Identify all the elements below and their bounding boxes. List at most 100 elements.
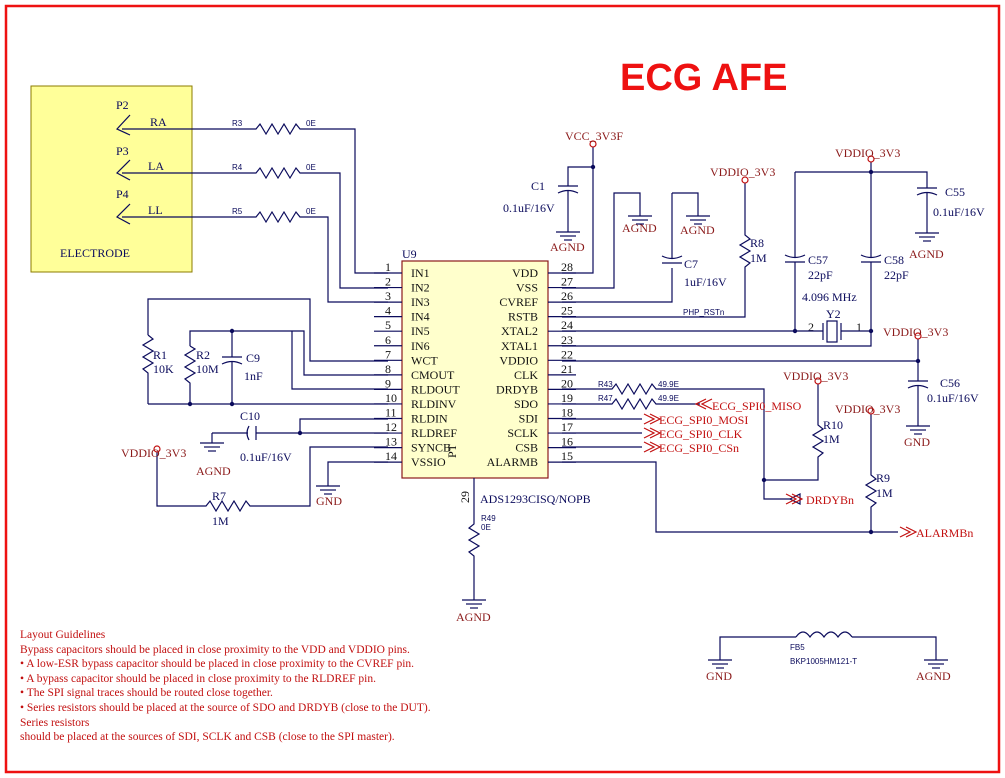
ic-pin-name: SYNCB [411, 441, 451, 455]
svg-text:R7: R7 [212, 489, 226, 503]
guidelines-heading: Layout Guidelines [20, 629, 106, 641]
capacitor-c58: C58 22pF [860, 172, 909, 282]
svg-text:1nF: 1nF [244, 369, 263, 383]
agnd-vss: AGND [622, 221, 657, 235]
vddio-r9: VDDIO_3V3 [835, 402, 900, 416]
resistor-r8: R8 1M [562, 193, 767, 318]
net-php-rstn: PHP_RSTn [683, 308, 724, 317]
ic-pin-name: RLDIN [411, 412, 448, 426]
connector-p2: P2 RA [115, 98, 223, 136]
svg-text:10K: 10K [153, 362, 174, 376]
capacitor-c1: C1 0.1uF/16V [503, 179, 579, 222]
guideline-line: Series resistors [20, 716, 90, 729]
ic-pin-name: RSTB [508, 310, 538, 324]
ic-pin-name: CSB [515, 441, 538, 455]
capacitor-c7: C7 1uF/16V [661, 193, 727, 289]
svg-text:Y2: Y2 [826, 307, 841, 321]
capacitor-c9: C9 1nF [221, 331, 263, 404]
svg-text:R10: R10 [823, 418, 843, 432]
ic-pin-number: 25 [561, 304, 573, 318]
ic-pin-name: VSS [516, 281, 538, 295]
net-spi-clk: ECG_SPI0_CLK [659, 427, 743, 441]
ic-pin-number: 10 [385, 391, 397, 405]
ic-pin-number: 19 [561, 391, 573, 405]
ic-pin-25: 25 RSTB [508, 304, 576, 324]
ferrite-fb5: FB5 BKP1005HM121-T [719, 631, 937, 666]
svg-text:0E: 0E [481, 523, 491, 532]
svg-text:R5: R5 [232, 207, 243, 216]
guideline-line: should be placed at the sources of SDI, … [20, 731, 395, 744]
guideline-line: • A low-ESR bypass capacitor should be p… [20, 658, 415, 671]
vcc-3v3f: VCC_3V3F [565, 129, 623, 143]
ic-pin-13: 13 SYNCB [374, 435, 451, 455]
svg-text:C1: C1 [531, 179, 545, 193]
ic-pin-name: XTAL1 [501, 339, 538, 353]
svg-text:1: 1 [856, 320, 862, 334]
svg-text:49.9E: 49.9E [658, 380, 679, 389]
agnd-c10: AGND [196, 464, 231, 478]
ic-pin-number: 26 [561, 289, 573, 303]
ic-pin-number: 27 [561, 275, 573, 289]
ic-pin-number: 18 [561, 406, 573, 420]
net-spi-csn: ECG_SPI0_CSn [659, 441, 739, 455]
svg-text:R43: R43 [598, 380, 613, 389]
resistor-r10: R10 1M [764, 394, 843, 481]
svg-text:4.096 MHz: 4.096 MHz [802, 290, 857, 304]
p2-ref: P2 [116, 98, 129, 112]
ic-pin-number: 20 [561, 376, 573, 390]
ic-pin-number: 24 [561, 318, 573, 332]
agnd-c55: AGND [909, 247, 944, 261]
crystal-y2: 4.096 MHz Y2 2 1 [795, 290, 871, 343]
guideline-line: • The SPI signal traces should be routed… [20, 687, 273, 700]
svg-text:C57: C57 [808, 253, 828, 267]
svg-text:C58: C58 [884, 253, 904, 267]
svg-text:22pF: 22pF [884, 268, 909, 282]
ic-pin-name: IN5 [411, 324, 430, 338]
svg-text:49.9E: 49.9E [658, 394, 679, 403]
net-spi-mosi: ECG_SPI0_MOSI [659, 413, 748, 427]
ic-pin-name: VSSIO [411, 455, 446, 469]
connector-p4: P4 LL [116, 187, 223, 225]
ic-pin-name: VDD [512, 266, 538, 280]
ic-pin-number: 8 [385, 362, 391, 376]
svg-text:2: 2 [808, 320, 814, 334]
gnd-vssio: GND [316, 494, 342, 508]
vddio-c55: VDDIO_3V3 [835, 146, 900, 160]
ic-pin-number: 13 [385, 435, 397, 449]
ic-pin-number: 16 [561, 435, 573, 449]
capacitor-c57: C57 22pF [784, 172, 833, 282]
svg-text:C9: C9 [246, 351, 260, 365]
ic-pin-number: 21 [561, 362, 573, 376]
svg-text:1M: 1M [212, 514, 229, 528]
guideline-line: • Series resistors should be placed at t… [20, 701, 431, 714]
vddio-r10: VDDIO_3V3 [783, 369, 848, 383]
svg-text:0.1uF/16V: 0.1uF/16V [933, 205, 985, 219]
svg-text:C56: C56 [940, 376, 960, 390]
capacitor-c55: C55 0.1uF/16V [916, 185, 985, 223]
resistor-r49: R49 0E [467, 514, 496, 590]
svg-text:0.1uF/16V: 0.1uF/16V [927, 391, 979, 405]
svg-text:R49: R49 [481, 514, 496, 523]
net-drdybn: DRDYBn [806, 493, 854, 507]
svg-text:R2: R2 [196, 348, 210, 362]
resistor-r2: R2 10M [183, 345, 219, 404]
svg-text:22pF: 22pF [808, 268, 833, 282]
svg-text:C55: C55 [945, 185, 965, 199]
ic-ref: U9 [402, 247, 417, 261]
p3-ref: P3 [116, 144, 129, 158]
p4-ref: P4 [116, 187, 129, 201]
p3-signal: LA [148, 159, 164, 173]
ic-pin-name: CLK [514, 368, 538, 382]
ic-pin-name: IN1 [411, 266, 430, 280]
agnd-c1: AGND [550, 240, 585, 254]
svg-text:BKP1005HM121-T: BKP1005HM121-T [790, 657, 857, 666]
svg-text:0E: 0E [306, 163, 316, 172]
